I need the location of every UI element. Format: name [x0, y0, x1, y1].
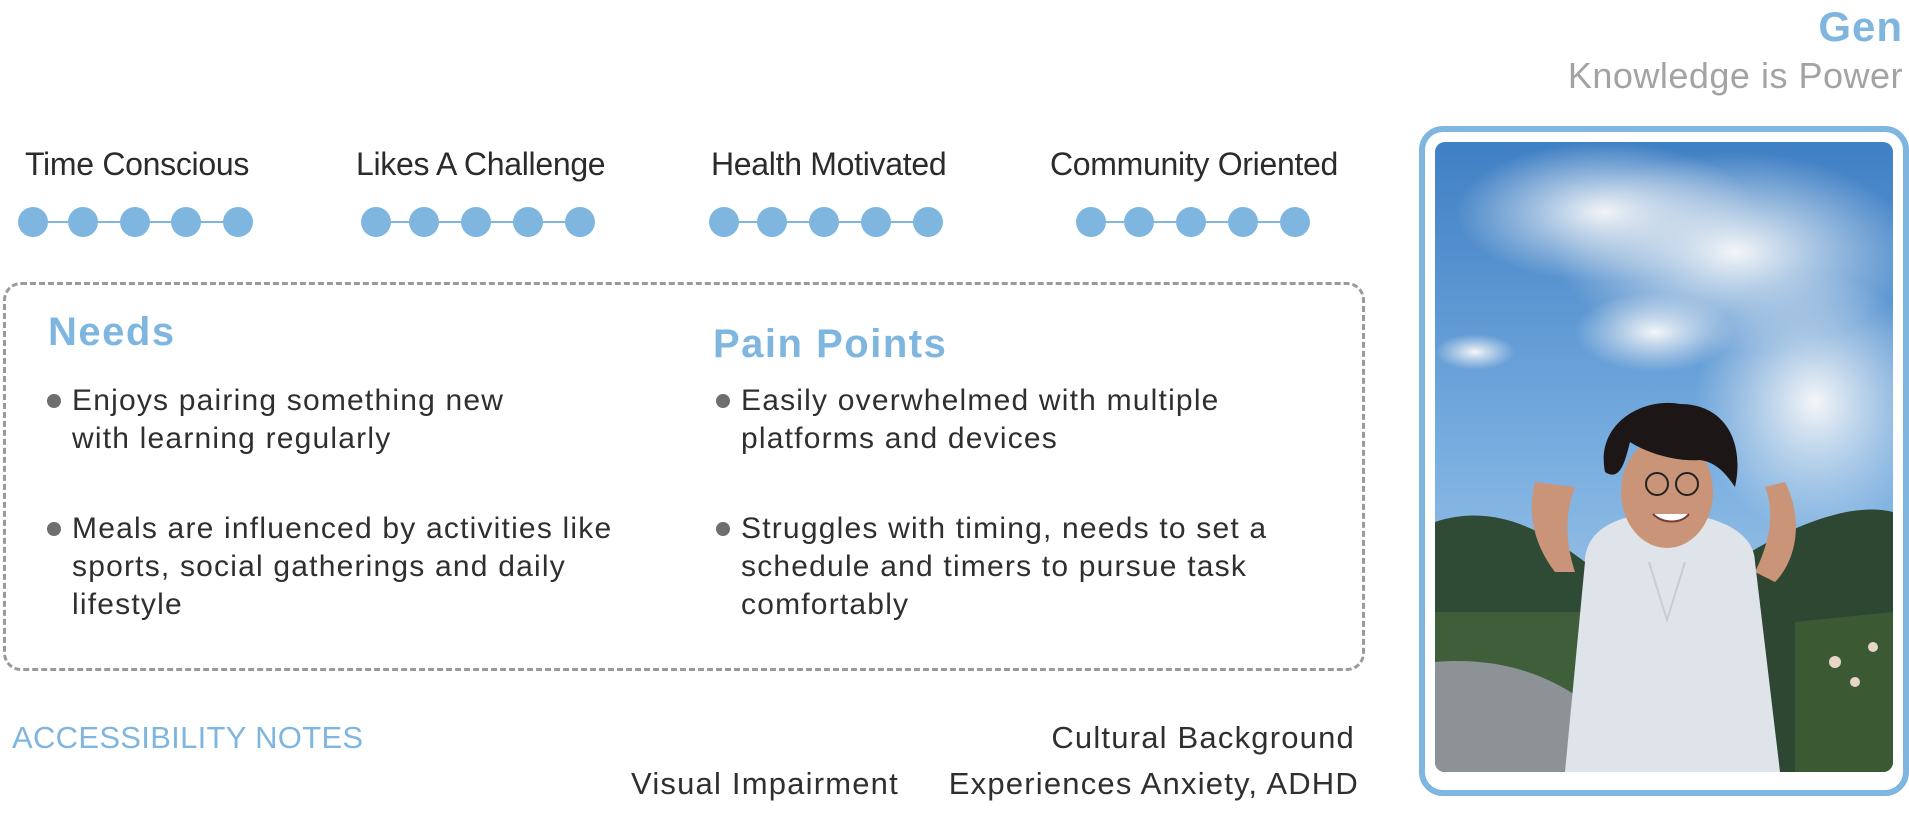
scale-dot-1: [709, 207, 739, 237]
persona-photo-frame: [1419, 126, 1909, 796]
pain-point-item-1-line-1: Easily overwhelmed with multiple: [741, 384, 1220, 417]
accessibility-impairment: Visual Impairment: [631, 766, 899, 801]
scale-dot-2: [68, 207, 98, 237]
needs-pain-points-card: [3, 282, 1365, 671]
persona-motto: Knowledge is Power: [1567, 55, 1903, 96]
trait-label-text: Community Oriented: [1050, 146, 1339, 182]
pain-point-item-2-line-2: schedule and timers to pursue task: [741, 550, 1248, 583]
pain-point-item-2-line-3: comfortably: [741, 588, 910, 621]
trait-label-community-oriented: Community Oriented: [1050, 148, 1338, 180]
accessibility-notes-title: ACCESSIBILITY NOTES: [12, 720, 364, 755]
trait-scale-time-conscious: [18, 206, 254, 238]
needs-item-1-line-2: with learning regularly: [72, 422, 392, 455]
needs-item-2-line-3: lifestyle: [72, 588, 183, 621]
trait-label-health-motivated: Health Motivated: [711, 146, 947, 182]
scale-dot-1: [18, 207, 48, 237]
scale-dot-3: [809, 207, 839, 237]
needs-item-2-line-2: sports, social gatherings and daily: [72, 550, 566, 583]
cultural-background-value: Experiences Anxiety, ADHD: [948, 766, 1359, 801]
pain-point-item-2-line-1: Struggles with timing, needs to set a: [741, 512, 1268, 545]
needs-title: Needs: [48, 310, 176, 354]
scale-dot-2: [1124, 207, 1154, 237]
scale-dot-4: [513, 207, 543, 237]
scale-dot-2: [409, 207, 439, 237]
scale-dot-5: [223, 207, 253, 237]
trait-label-likes-a-challenge: Likes A Challenge: [356, 146, 606, 182]
cultural-background-title: Cultural Background: [1051, 720, 1355, 755]
needs-item-2-line-1: Meals are influenced by activities like: [72, 512, 613, 545]
trait-scale-likes-a-challenge: [361, 206, 597, 238]
scale-dot-5: [565, 207, 595, 237]
trait-label-time-conscious: Time Conscious: [25, 148, 249, 180]
needs-item-2: Meals are influenced by activities like …: [46, 510, 613, 624]
pain-points-title: Pain Points: [713, 322, 948, 366]
trait-label-text: Time Conscious: [25, 146, 250, 182]
needs-item-1: Enjoys pairing something new with learni…: [46, 382, 505, 458]
scale-dot-4: [171, 207, 201, 237]
persona-photo: [1435, 142, 1893, 772]
persona-name: Gen: [1818, 3, 1903, 50]
scale-dot-1: [1076, 207, 1106, 237]
scale-dot-1: [361, 207, 391, 237]
scale-dot-5: [913, 207, 943, 237]
needs-item-1-line-1: Enjoys pairing something new: [72, 384, 505, 417]
trait-scale-community-oriented: [1076, 206, 1312, 238]
trait-label-text: Health Motivated: [711, 146, 947, 182]
scale-dot-4: [861, 207, 891, 237]
pain-point-item-2: Struggles with timing, needs to set a sc…: [715, 510, 1268, 624]
scale-dot-2: [757, 207, 787, 237]
scale-dot-5: [1280, 207, 1310, 237]
scale-dot-3: [1176, 207, 1206, 237]
pain-point-item-1: Easily overwhelmed with multiple platfor…: [716, 382, 1220, 458]
scale-dot-3: [120, 207, 150, 237]
persona-photo-illustration: [1435, 142, 1893, 772]
scale-dot-3: [461, 207, 491, 237]
trait-label-text: Likes A Challenge: [356, 146, 606, 182]
pain-point-item-1-line-2: platforms and devices: [741, 422, 1059, 455]
trait-scale-health-motivated: [709, 206, 945, 238]
scale-dot-4: [1228, 207, 1258, 237]
